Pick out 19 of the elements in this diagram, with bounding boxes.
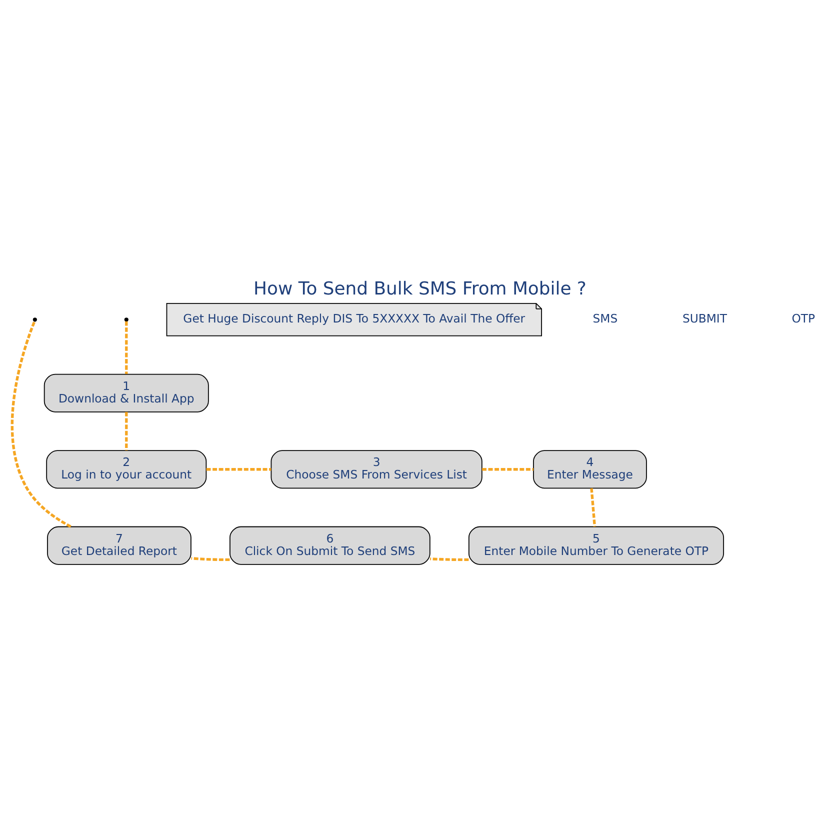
connector	[125, 320, 128, 374]
node-box: 7 Get Detailed Report	[47, 526, 192, 564]
diagram-title: How To Send Bulk SMS From Mobile ?	[254, 278, 586, 300]
label: SMS	[592, 311, 618, 326]
node-box: 4 Enter Message	[533, 450, 647, 488]
connector	[206, 468, 272, 470]
label: SUBMIT	[682, 311, 727, 326]
connector	[430, 557, 469, 561]
node-box: 1 Download & Install App	[44, 373, 209, 412]
node-box: 3 Choose SMS From Services List	[270, 450, 482, 488]
node-box: 2 Log in to your account	[46, 450, 207, 488]
connector	[125, 412, 128, 450]
connector	[590, 488, 596, 526]
connector	[10, 320, 72, 528]
connector	[482, 468, 534, 470]
node-box: 6 Click On Submit To Send SMS	[230, 526, 430, 564]
connector	[191, 556, 230, 561]
label: OTP	[792, 311, 816, 326]
node-box: 5 Enter Mobile Number To Generate OTP	[468, 526, 724, 564]
